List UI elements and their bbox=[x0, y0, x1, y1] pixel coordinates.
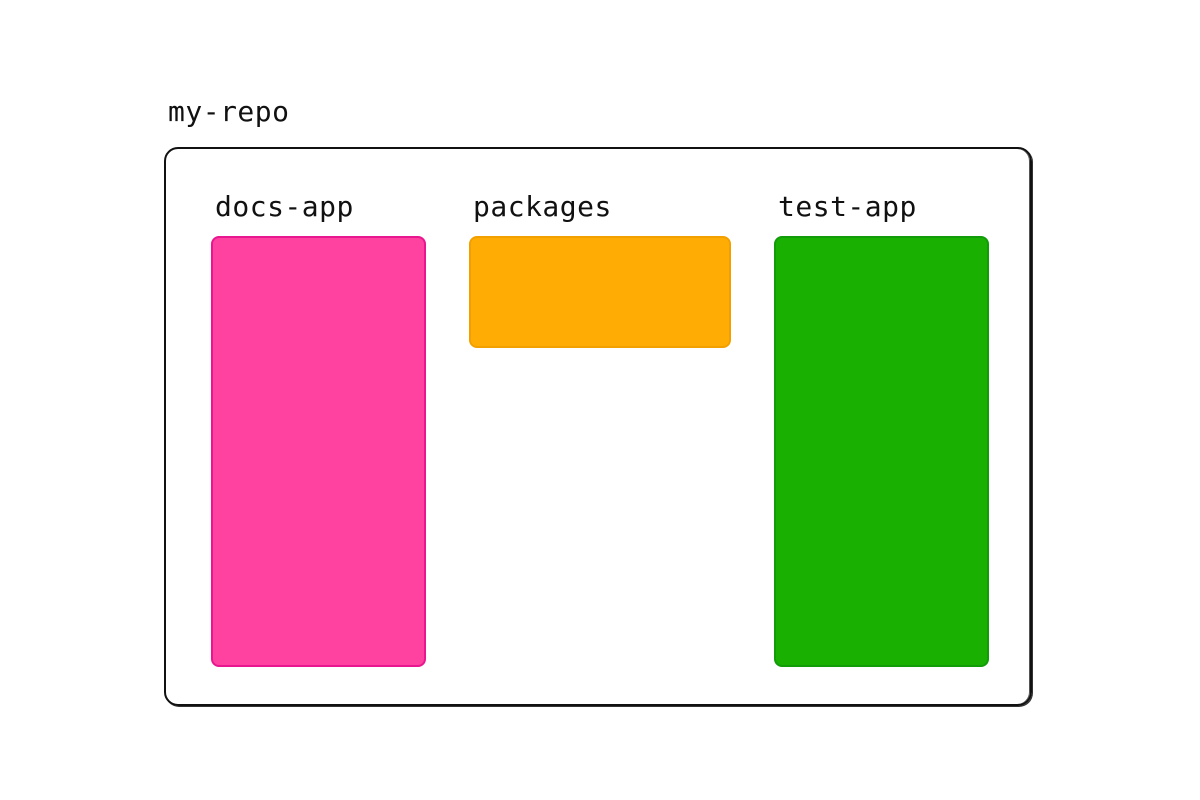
packages-block bbox=[469, 236, 731, 348]
packages-label: packages bbox=[473, 190, 612, 223]
docs-app-label: docs-app bbox=[215, 190, 354, 223]
repo-container bbox=[164, 147, 1032, 706]
repo-label: my-repo bbox=[168, 95, 290, 128]
test-app-block bbox=[774, 236, 989, 667]
docs-app-block bbox=[211, 236, 426, 667]
test-app-label: test-app bbox=[778, 190, 917, 223]
